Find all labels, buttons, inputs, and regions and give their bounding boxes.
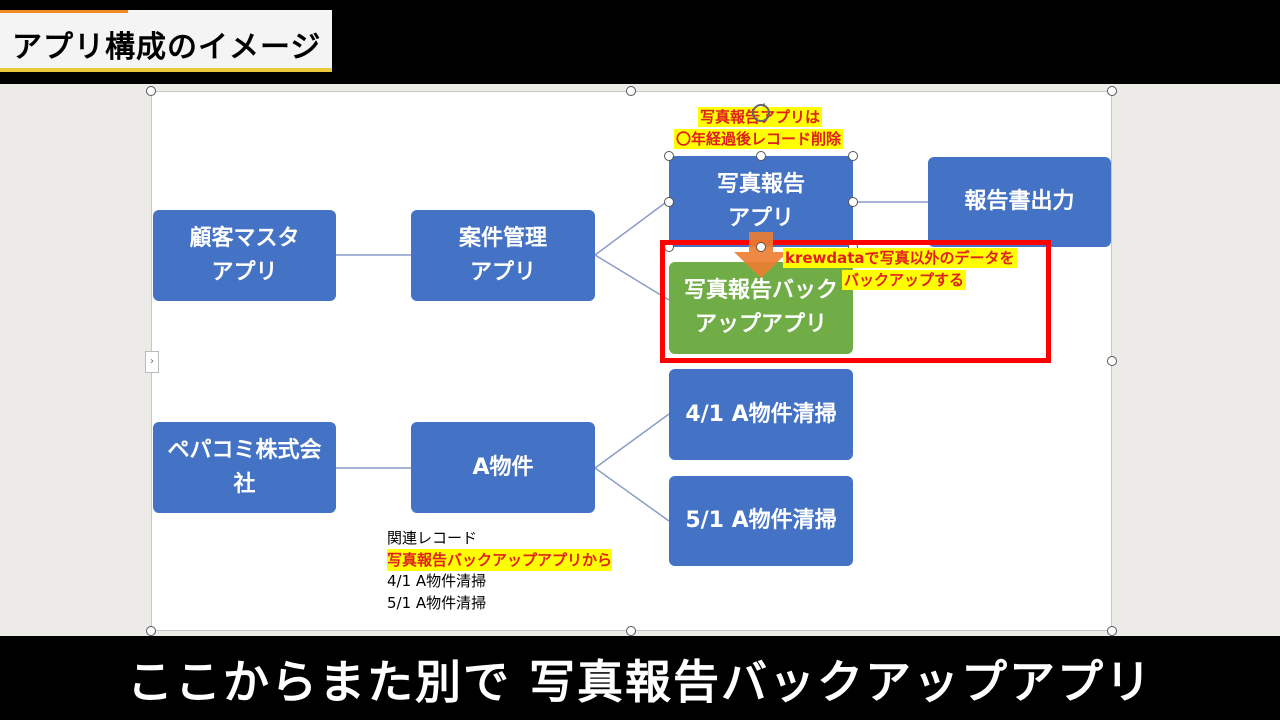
- connector-handle[interactable]: [756, 242, 766, 252]
- shape-handle-top-mid[interactable]: [756, 151, 766, 161]
- resize-handle-bottom-left[interactable]: [146, 626, 156, 636]
- rotate-handle-icon[interactable]: [750, 102, 772, 124]
- resize-handle-right-mid[interactable]: [1107, 356, 1117, 366]
- title-accent: [0, 10, 128, 13]
- resize-handle-top-left[interactable]: [146, 86, 156, 96]
- video-subtitle: ここからまた別で 写真報告バックアップアプリ: [126, 655, 1153, 709]
- delete-note-line2: 〇年経過後レコード削除: [674, 129, 844, 149]
- shape-handle-right-mid[interactable]: [848, 197, 858, 207]
- backup-note-line2: バックアップする: [842, 270, 967, 290]
- node-photo-report[interactable]: 写真報告 アプリ: [669, 156, 853, 247]
- title-box: [0, 10, 332, 72]
- backup-note-line1: krewdataで写真以外のデータを: [783, 248, 1017, 268]
- resize-handle-bottom-mid[interactable]: [626, 626, 636, 636]
- resize-handle-top-mid[interactable]: [626, 86, 636, 96]
- subtitle-bar: [0, 636, 1280, 720]
- shape-handle-top-left[interactable]: [664, 151, 674, 161]
- highlight-frame: [660, 240, 1051, 363]
- shape-handle-top-right[interactable]: [848, 151, 858, 161]
- node-property-a[interactable]: A物件: [411, 422, 595, 513]
- node-cleaning-0401[interactable]: 4/1 A物件清掃: [669, 369, 853, 460]
- shape-handle-left-mid[interactable]: [664, 197, 674, 207]
- related-records-source: 写真報告バックアップアプリから: [387, 549, 613, 571]
- related-records-item-2: 5/1 A物件清掃: [387, 594, 487, 612]
- node-cleaning-0501[interactable]: 5/1 A物件清掃: [669, 476, 853, 566]
- delete-note-line1: 写真報告アプリは: [698, 107, 823, 127]
- related-records-item-1: 4/1 A物件清掃: [387, 572, 487, 590]
- resize-handle-top-right[interactable]: [1107, 86, 1117, 96]
- page-title: アプリ構成のイメージ: [12, 30, 322, 65]
- related-records-label: 関連レコード: [387, 529, 478, 547]
- panel-toggle-tab[interactable]: ›: [145, 351, 159, 373]
- node-pepacomi[interactable]: ペパコミ株式会 社: [153, 422, 336, 513]
- node-project-management[interactable]: 案件管理 アプリ: [411, 210, 595, 301]
- node-customer-master[interactable]: 顧客マスタ アプリ: [153, 210, 336, 301]
- down-arrow-icon: [734, 232, 788, 278]
- node-report-output[interactable]: 報告書出力: [928, 157, 1111, 247]
- resize-handle-bottom-right[interactable]: [1107, 626, 1117, 636]
